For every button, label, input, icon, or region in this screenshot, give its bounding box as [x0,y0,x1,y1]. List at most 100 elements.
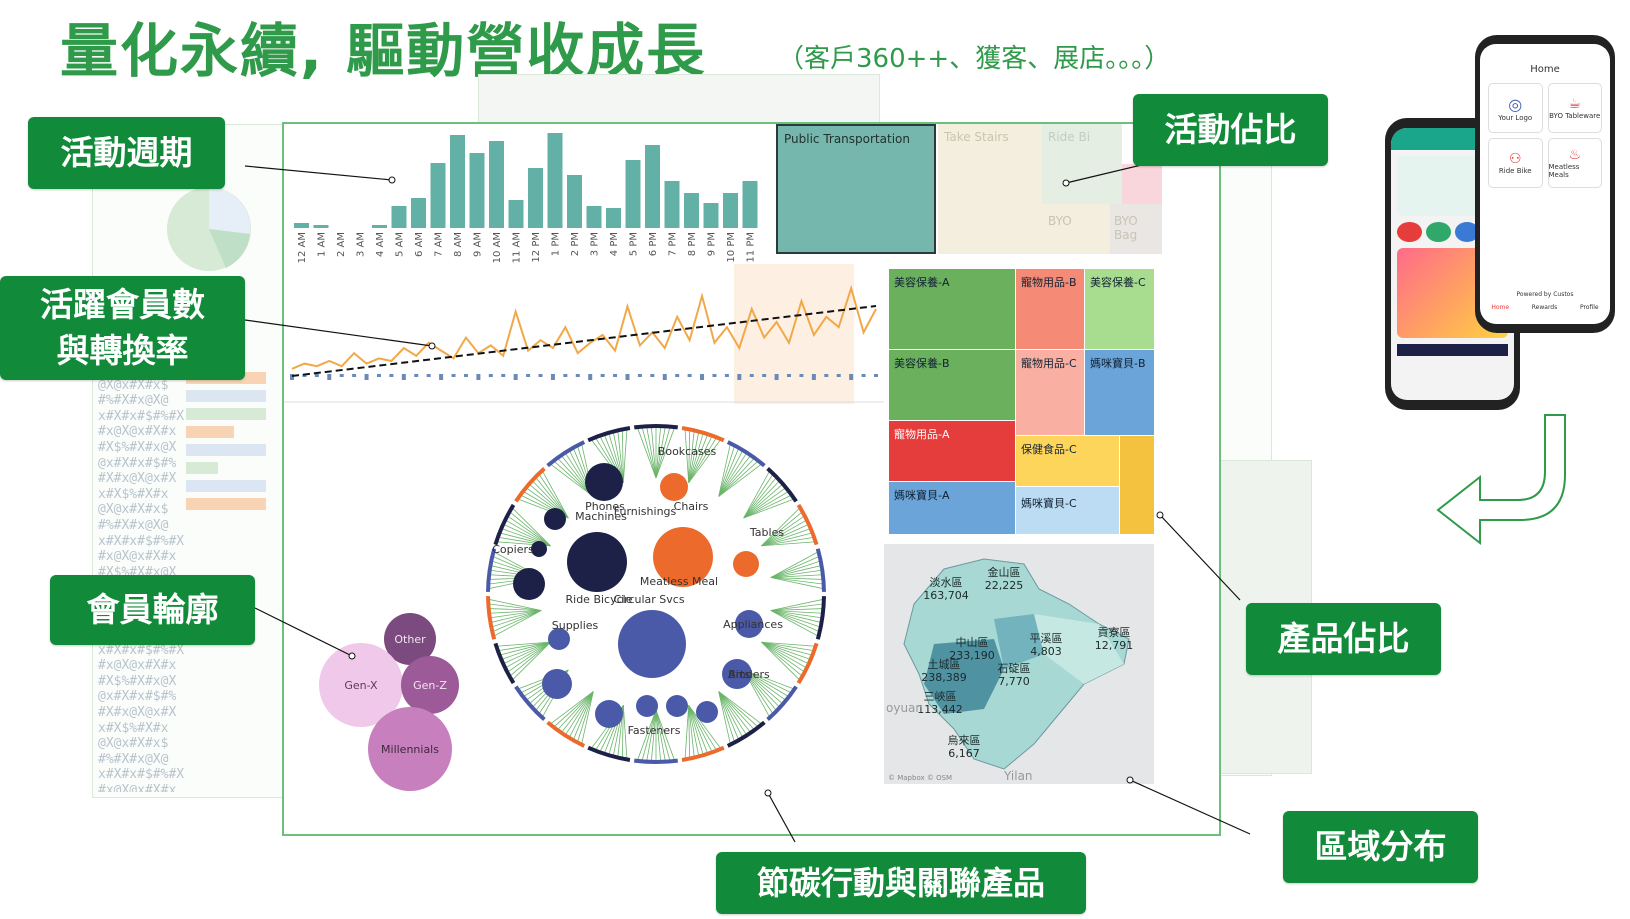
treemap-cell-pet-b[interactable]: 寵物用品-B [1016,269,1084,349]
bar[interactable] [684,193,699,228]
product-treemap[interactable]: 美容保養-A 寵物用品-B 美容保養-C 美容保養-B 寵物用品-C 媽咪寶貝-… [889,269,1154,534]
nav-home[interactable]: Home [1491,304,1510,311]
line-bar [538,374,543,377]
network-edge [743,669,795,690]
bar-tick-label: 8 AM [453,232,464,257]
bubble-label: Gen-X [344,679,378,692]
treemap-cell-byo[interactable]: BYO [1042,204,1110,254]
treemap-cell-pet-a[interactable]: 寵物用品-A [889,421,1015,481]
network-edge [688,705,722,750]
treemap-cell-byo-bag[interactable]: BYO Bag [1110,204,1162,254]
bar[interactable] [528,168,543,228]
network-edge [770,610,823,614]
network-edge [688,705,700,757]
node-navy-2[interactable] [544,508,566,530]
node-navy-4[interactable] [531,541,547,557]
active-member-line-chart[interactable] [284,264,884,404]
bubble-other[interactable] [384,613,436,665]
bar[interactable] [567,175,582,228]
node-blue-9[interactable] [696,701,718,723]
node-blue-2[interactable] [548,628,570,650]
treemap-cell-beauty-a[interactable]: 美容保養-A [889,269,1015,349]
bar[interactable] [469,153,485,228]
treemap-cell-pink[interactable] [1122,164,1162,204]
map-region-name: 中山區 [956,636,989,649]
nav-rewards[interactable]: Rewards [1531,304,1558,311]
phone-tile[interactable]: ☕BYO Tableware [1547,83,1602,133]
bar[interactable] [313,225,329,228]
network-edge [646,709,657,762]
network-edge [761,523,809,547]
node-orange-1[interactable] [660,473,688,501]
treemap-cell-pet-c[interactable]: 寵物用品-C [1016,350,1084,435]
bar[interactable] [703,203,719,228]
bar[interactable] [547,133,563,228]
curved-arrow-icon [1436,414,1566,546]
bar-tick-label: 2 AM [336,232,347,257]
treemap-cell-baby-c[interactable]: 媽咪寶貝-C [1016,487,1119,534]
network-edge [718,455,752,497]
line-bar [737,374,742,380]
phone-tile[interactable]: ◎Your Logo [1488,83,1543,133]
carbon-network-diagram[interactable]: BookcasesChairsFurnishingsPhonesMachines… [479,414,834,774]
region-map[interactable]: 淡水區163,704金山區22,225中山區233,190平溪區4,803貢寮區… [884,544,1154,784]
treemap-cell-baby-a[interactable]: 媽咪寶貝-A [889,482,1015,534]
treemap-cell-take-stairs[interactable]: Take Stairs [938,124,1042,254]
network-edge [688,431,700,483]
node-orange-2[interactable] [653,527,713,587]
bar[interactable] [430,163,446,228]
bar[interactable] [742,181,758,228]
bar[interactable] [294,223,309,228]
treemap-cell-baby-b[interactable]: 媽咪寶貝-B [1085,350,1154,435]
bar[interactable] [450,135,465,228]
member-bubble-chart[interactable]: Other Gen-X Gen-Z Millennials [304,604,484,804]
bar[interactable] [411,198,426,228]
bar[interactable] [586,206,602,228]
bubble-gen-z[interactable] [401,656,459,714]
bar-tick-label: 5 PM [629,232,640,256]
line-bar [414,374,419,377]
bar[interactable] [606,208,621,228]
map-labels: 淡水區163,704金山區22,225中山區233,190平溪區4,803貢寮區… [917,565,1133,760]
bar[interactable] [645,145,660,228]
treemap-label: 寵物用品-B [1021,276,1077,289]
treemap-cell-beauty-b[interactable]: 美容保養-B [889,350,1015,420]
series-line[interactable] [291,284,877,370]
phone-tile[interactable]: ♨Meatless Meals [1547,138,1602,188]
network-leaf-arc [514,685,546,722]
bar[interactable] [664,181,680,228]
node-blue-3[interactable] [542,669,572,699]
bubble-millennials[interactable] [368,707,452,791]
map-region-mid [994,614,1044,669]
bar[interactable] [625,160,641,228]
node-blue-6[interactable] [595,700,623,728]
node-blue-4[interactable] [735,610,763,638]
network-leaf-arc [766,685,798,722]
treemap-cell-health-c[interactable]: 保健食品-C [1016,436,1119,486]
network-edge [761,641,815,652]
node-navy-5[interactable] [513,568,545,600]
bubble-gen-x[interactable] [319,643,403,727]
node-navy-1[interactable] [585,463,623,501]
bar[interactable] [372,225,387,228]
node-blue-8[interactable] [666,695,688,717]
nav-profile[interactable]: Profile [1579,304,1599,311]
treemap-cell-ride-bike[interactable]: Ride Bi [1042,124,1122,204]
node-blue-5[interactable] [722,659,752,689]
network-node-label: Furnishings [614,505,677,518]
treemap-cell-beauty-c[interactable]: 美容保養-C [1085,269,1154,349]
treemap-cell-yellow-small[interactable] [1120,436,1154,534]
node-orange-3[interactable] [733,551,759,577]
bar[interactable] [723,193,738,228]
node-blue-1[interactable] [618,610,686,678]
bar[interactable] [391,206,407,228]
network-edge [581,691,594,745]
bar[interactable] [508,200,524,228]
node-navy-3[interactable] [567,532,627,592]
network-edge [770,577,824,585]
bar[interactable] [489,141,504,228]
treemap-cell-public-transportation[interactable]: Public Transportation [776,124,936,254]
node-blue-7[interactable] [636,695,658,717]
phone-tile[interactable]: ⚇Ride Bike [1488,138,1543,188]
